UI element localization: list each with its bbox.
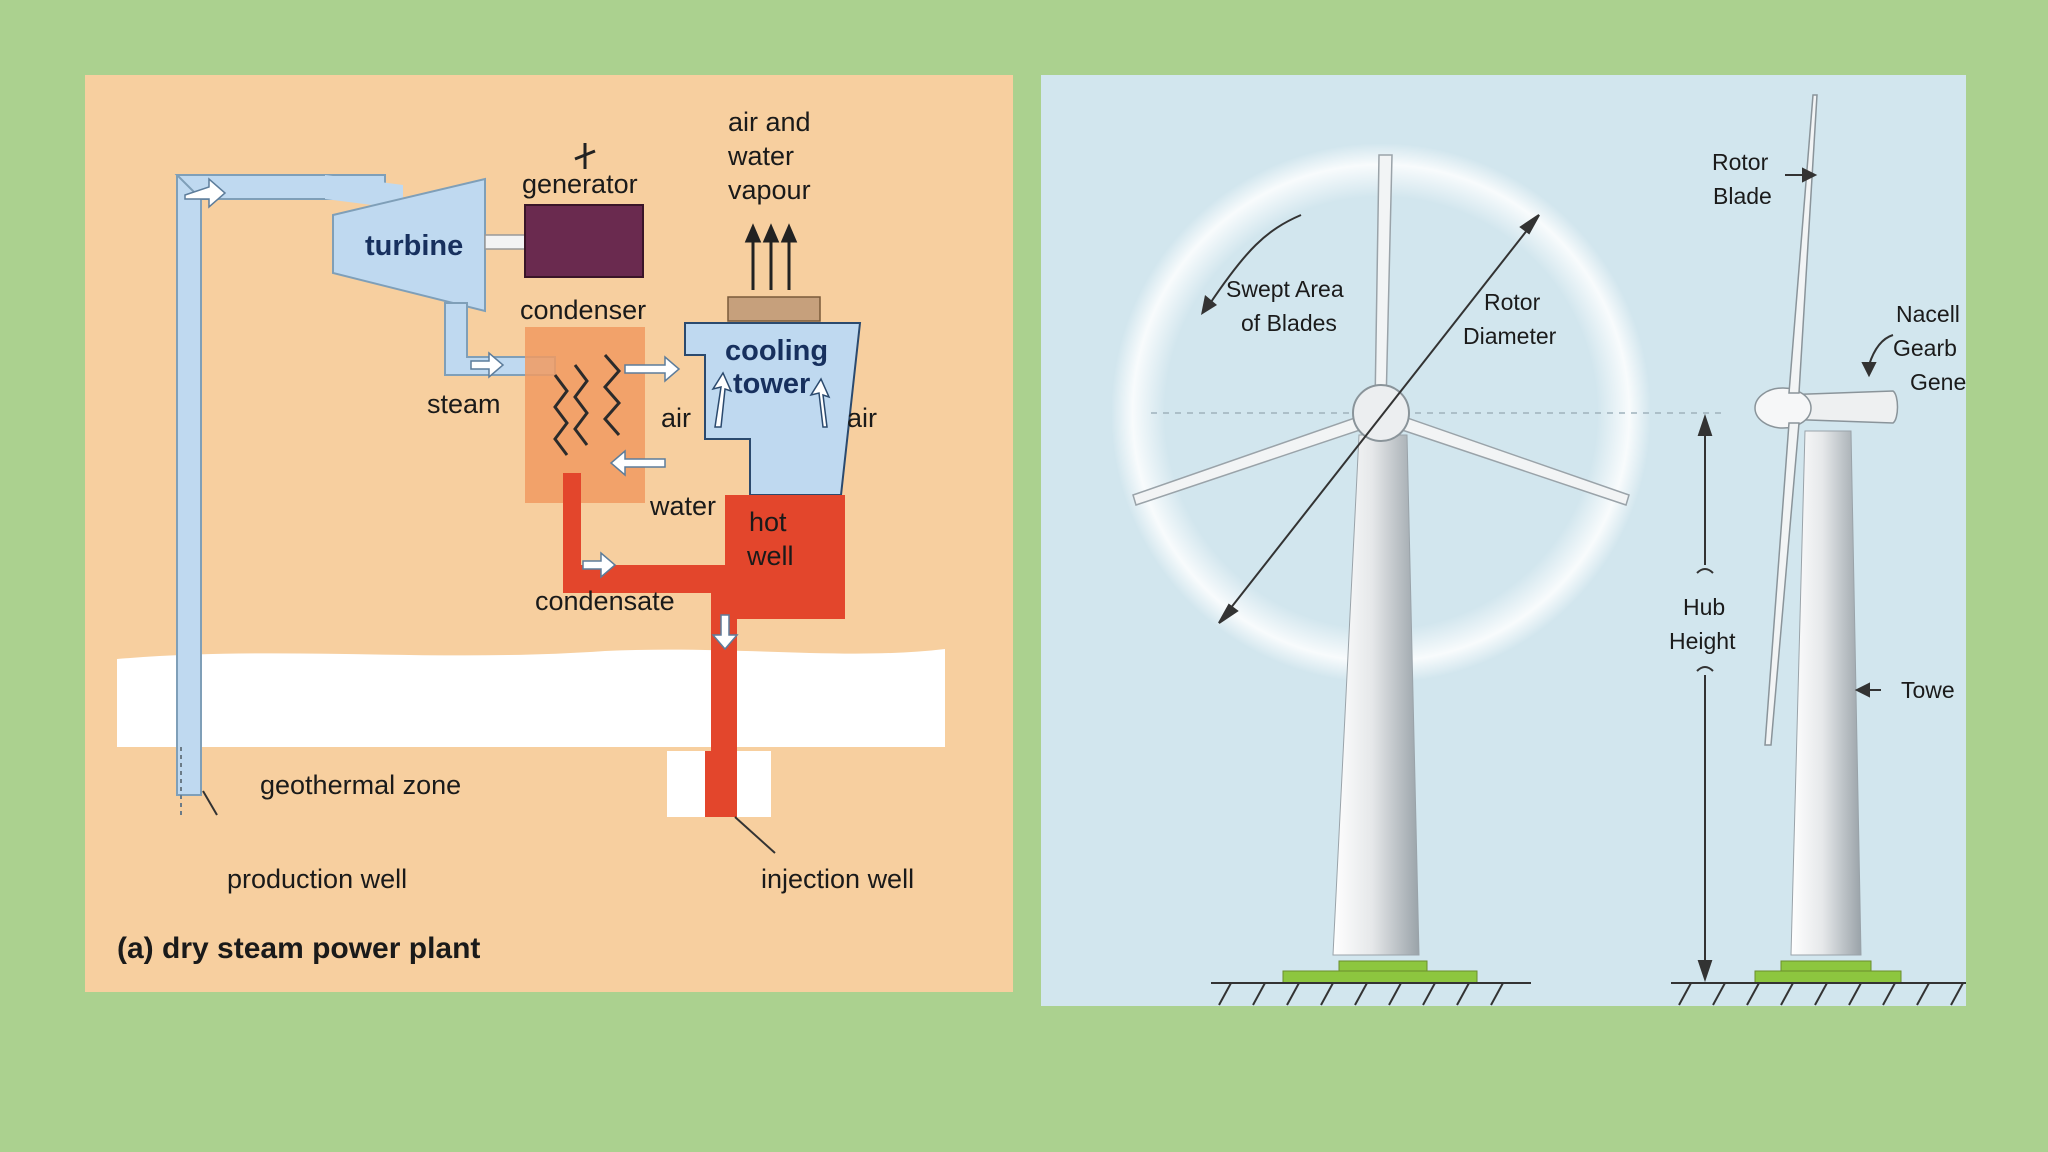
cooling-tower-cap	[727, 296, 821, 322]
label-hot: hot	[749, 507, 787, 537]
label-water: water	[727, 141, 794, 171]
generator-box	[524, 204, 644, 278]
front-hub	[1352, 384, 1410, 442]
geothermal-plant-svg: generator turbine air and water vapour c…	[117, 107, 945, 965]
label-rotor-blade-2: Blade	[1713, 183, 1772, 209]
turbine-body	[332, 177, 486, 313]
geothermal-plant-diagram: generator turbine air and water vapour c…	[85, 75, 1013, 992]
injection-pointer	[734, 816, 776, 854]
side-foundation-top	[1780, 960, 1872, 972]
label-height: Height	[1669, 628, 1736, 654]
label-condensate: condensate	[535, 586, 675, 616]
label-cooling: cooling	[725, 335, 828, 367]
label-air-left: air	[661, 403, 691, 433]
side-spinner	[1754, 387, 1812, 429]
production-pointer	[202, 790, 218, 816]
label-generator-side: Gene	[1910, 369, 1966, 395]
front-ground	[1211, 982, 1531, 1006]
label-condenser: condenser	[520, 295, 646, 325]
label-geothermal-zone: geothermal zone	[260, 770, 461, 800]
front-foundation-top	[1338, 960, 1428, 972]
label-rotor: Rotor	[1484, 289, 1541, 315]
label-water-return: water	[649, 491, 716, 521]
swept-area-arrow	[1208, 214, 1302, 306]
swept-area-arrowhead	[1201, 295, 1217, 315]
generator-symbol	[574, 143, 596, 169]
wind-turbine-svg: Swept Area of Blades Rotor Diameter Roto…	[1111, 94, 1966, 1006]
flow-arrows	[184, 177, 739, 651]
rotor-diameter-arrow	[1218, 214, 1540, 624]
side-tower	[1790, 430, 1862, 956]
label-swept-area: Swept Area	[1226, 276, 1344, 302]
label-injection-well: injection well	[761, 864, 914, 894]
label-well: well	[746, 541, 794, 571]
diagram-caption: (a) dry steam power plant	[117, 932, 480, 965]
hot-well-box	[725, 495, 845, 593]
cooling-tower	[684, 322, 862, 496]
vapour-arrows	[744, 223, 798, 290]
label-turbine: turbine	[365, 230, 463, 262]
production-well-pipe	[176, 174, 202, 796]
steam-pipe-connector	[325, 175, 403, 209]
condensate-pipe	[563, 473, 725, 593]
label-rotor-blade-1: Rotor	[1712, 149, 1769, 175]
side-blade-down	[1764, 422, 1800, 746]
ground-band	[117, 649, 945, 747]
air-arrows	[711, 371, 831, 428]
side-ground	[1671, 982, 1966, 1006]
side-foundation-base	[1754, 970, 1902, 984]
turbine-shaft	[484, 234, 526, 250]
label-nacelle: Nacell	[1896, 301, 1960, 327]
label-generator: generator	[522, 169, 638, 199]
wind-turbine-diagram: Swept Area of Blades Rotor Diameter Roto…	[1041, 75, 1966, 1006]
label-gearbox: Gearb	[1893, 335, 1957, 361]
hub-height-arrow	[1696, 413, 1714, 983]
pointer-arrows	[1785, 167, 1894, 698]
injection-well-core	[705, 751, 737, 817]
label-tower: tower	[733, 368, 810, 400]
label-tower: Towe	[1901, 677, 1955, 703]
label-production-well: production well	[227, 864, 407, 894]
front-foundation-base	[1282, 970, 1478, 984]
label-of-blades: of Blades	[1241, 310, 1337, 336]
label-steam: steam	[427, 389, 501, 419]
label-vapour: vapour	[728, 175, 811, 205]
label-hub: Hub	[1683, 594, 1725, 620]
label-diameter: Diameter	[1463, 323, 1557, 349]
side-blade-up	[1788, 94, 1818, 394]
condenser-coils	[553, 354, 621, 456]
label-air-and: air and	[728, 107, 811, 137]
label-air-right: air	[847, 403, 877, 433]
